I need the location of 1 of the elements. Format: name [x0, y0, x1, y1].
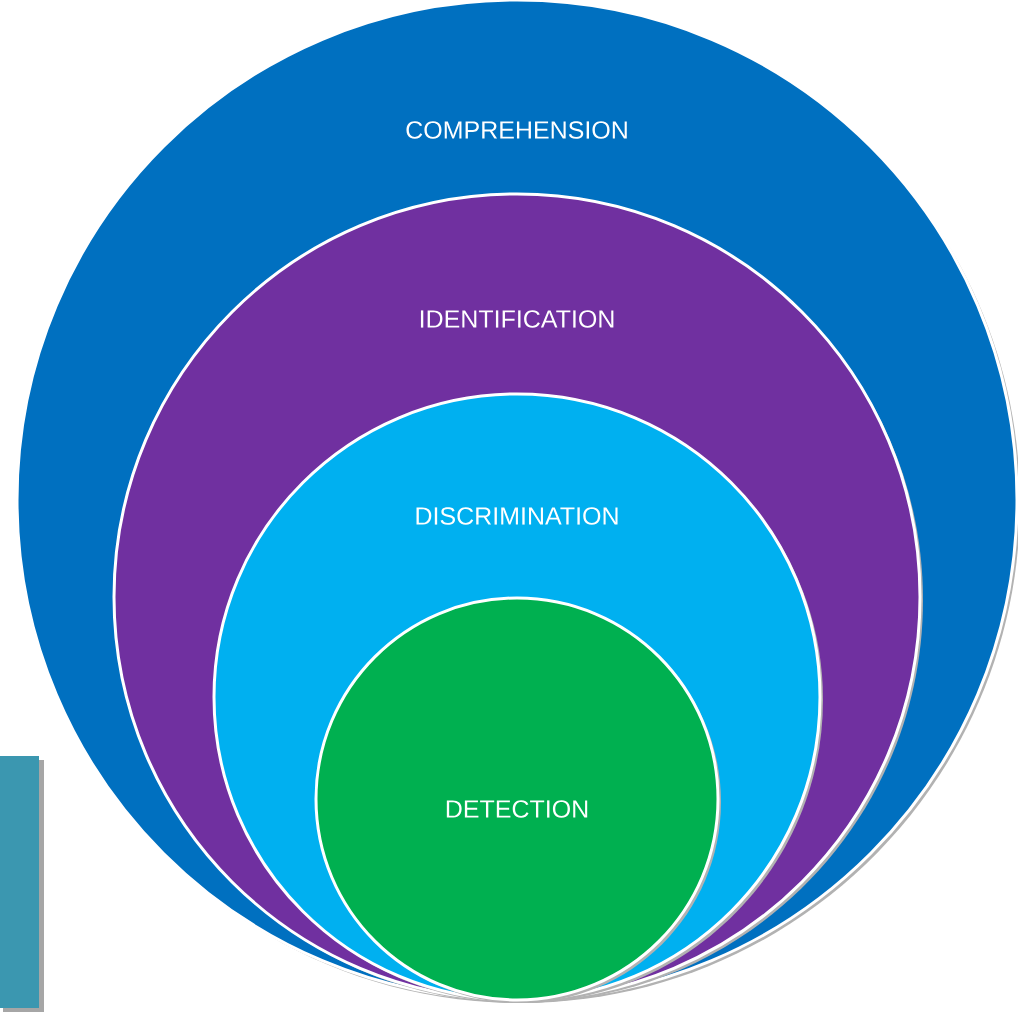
circle-band: DETECTION: [314, 596, 721, 1003]
